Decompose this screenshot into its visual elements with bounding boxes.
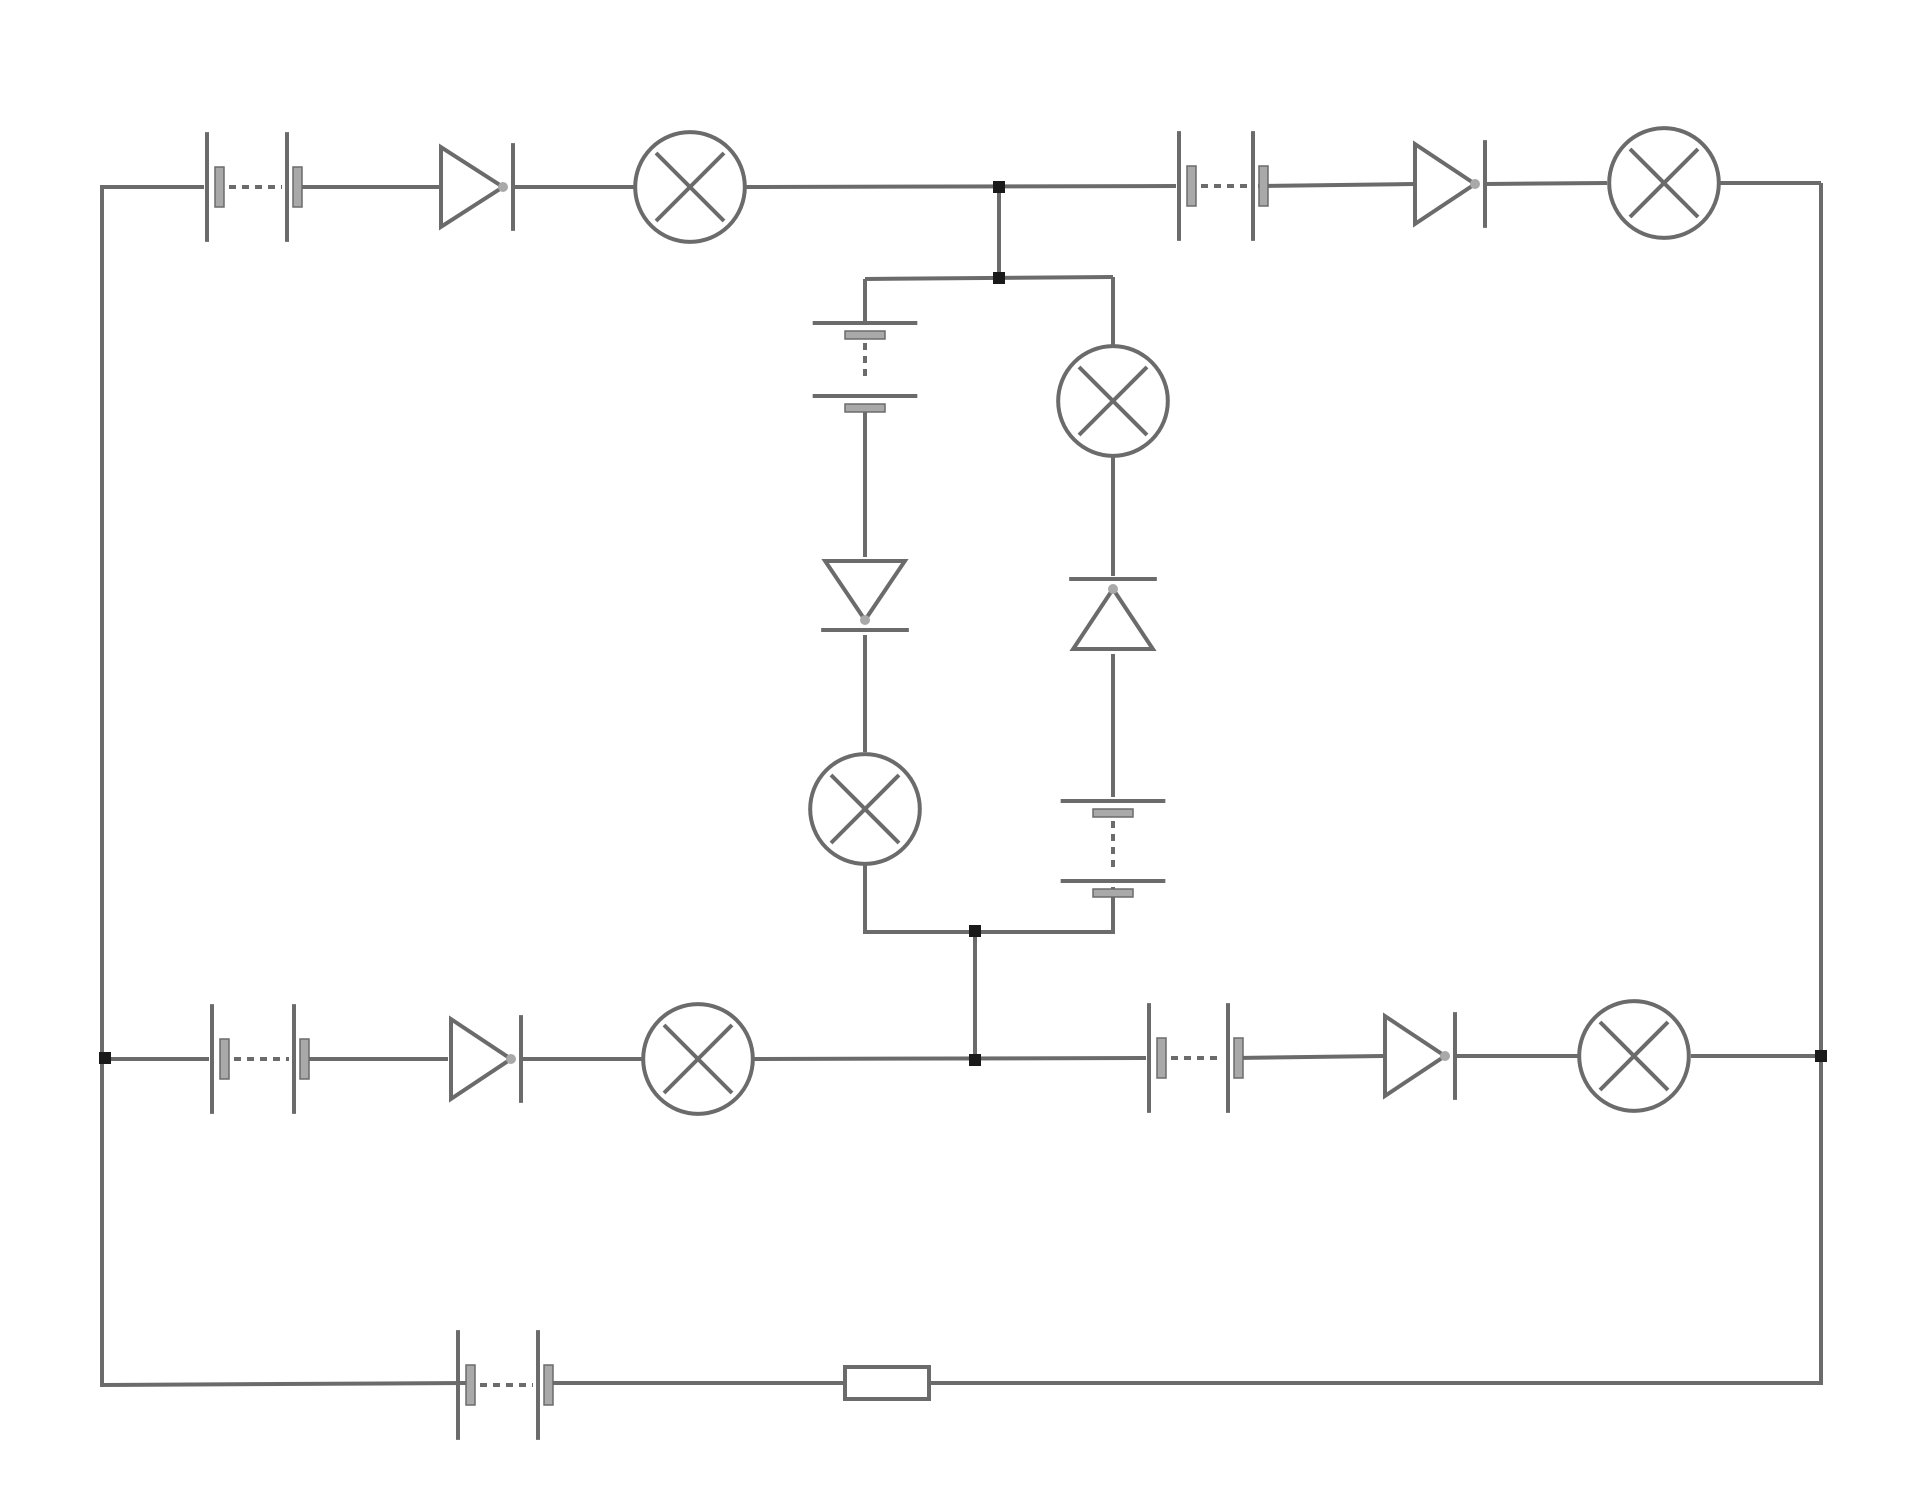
wire [751, 1056, 1147, 1061]
cell-negative-plate [214, 166, 225, 208]
lamp-top-right [1607, 126, 1721, 240]
wire [100, 185, 467, 1388]
resistor-bottom [843, 1365, 931, 1401]
junction-lower-right [1815, 1050, 1827, 1062]
lamp-lower-left [641, 1002, 755, 1116]
diode-triangle [1069, 585, 1157, 651]
battery-cell-middle-left [812, 321, 918, 413]
cell-negative-plate [219, 1038, 230, 1080]
lamp-cross [662, 1023, 734, 1095]
lamp-cross [1628, 147, 1700, 219]
diode-dot [1440, 1051, 1450, 1061]
diode-lower-left [449, 1015, 523, 1103]
battery-cell-middle-right [1060, 799, 1166, 898]
diode-triangle [439, 143, 507, 231]
lamp-cross [1598, 1020, 1670, 1092]
lamp-lower-right [1577, 999, 1691, 1113]
junction-middle-bottom [969, 925, 981, 937]
diode-middle-right [1069, 577, 1157, 651]
cell-negative-plate [1258, 165, 1269, 207]
lamp-cross [654, 151, 726, 223]
diode-dot [860, 615, 870, 625]
cell-negative-plate [299, 1038, 310, 1080]
lamp-top-left [633, 130, 747, 244]
cell-negative-plate [1156, 1037, 1167, 1079]
battery-cell-lower-left [210, 1004, 310, 1114]
junction-middle-top [993, 272, 1005, 284]
diode-top-right [1413, 140, 1487, 228]
cell-negative-plate [844, 403, 886, 413]
battery-cell-top-left [205, 132, 303, 242]
cell-negative-plate [465, 1364, 476, 1406]
wire [1257, 182, 1414, 188]
junction-lower-center [969, 1054, 981, 1066]
diode-dot [1108, 584, 1118, 594]
junction-top [993, 181, 1005, 193]
cell-negative-plate [1186, 165, 1197, 207]
wire [744, 184, 1177, 189]
cell-negative-plate [844, 330, 886, 340]
lamp-cross [1077, 365, 1149, 437]
wires [100, 181, 1823, 1388]
lamp-middle-left [808, 752, 922, 866]
diode-lower-right [1383, 1012, 1457, 1100]
components [99, 126, 1827, 1440]
battery-cell-top-right [1177, 131, 1269, 241]
diode-dot [1470, 179, 1480, 189]
junction-lower-left [99, 1052, 111, 1064]
cell-negative-plate [543, 1364, 554, 1406]
diode-top-left [439, 143, 515, 231]
battery-cell-lower-right [1147, 1003, 1244, 1113]
diode-dot [498, 182, 508, 192]
wire [1485, 181, 1608, 186]
cell-negative-plate [1092, 808, 1134, 818]
wire [1235, 1054, 1384, 1060]
wire [929, 183, 1823, 1385]
diode-triangle [821, 559, 909, 624]
lamp-cross [829, 773, 901, 845]
cell-negative-plate [292, 166, 303, 208]
lamp-middle-right [1056, 344, 1170, 458]
diode-dot [506, 1054, 516, 1064]
wire [864, 275, 1114, 281]
diode-middle-left [821, 559, 909, 632]
battery-cell-bottom [456, 1330, 554, 1440]
diode-triangle [449, 1015, 515, 1103]
diode-triangle [1383, 1012, 1449, 1100]
cell-negative-plate [1233, 1037, 1244, 1079]
wire [863, 865, 1115, 934]
diode-triangle [1413, 140, 1479, 228]
cell-negative-plate [1092, 888, 1134, 898]
